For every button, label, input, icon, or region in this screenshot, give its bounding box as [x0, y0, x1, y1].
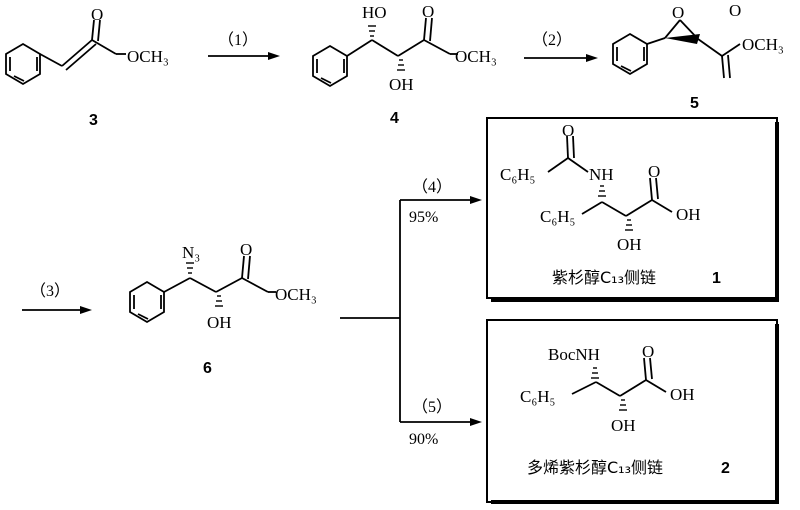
step-1-label: （1）: [218, 31, 258, 49]
acid-hydroxyl: OH: [670, 385, 695, 404]
arrow-step-1: （1）: [208, 31, 280, 60]
carbonyl-oxygen: O: [91, 5, 103, 24]
carbonyl-oxygen: O: [642, 342, 654, 361]
benzene-ring: [5, 42, 41, 86]
product-caption: 多烯紫杉醇C₁₃侧链: [527, 458, 663, 477]
step-2-label: （2）: [532, 31, 572, 49]
compound-6: N₃ O OCH₃ OH 6: [129, 240, 317, 377]
epoxide-oxygen: O: [672, 3, 684, 22]
step-4-label: （4）: [412, 178, 452, 196]
methoxy-label: OCH₃: [742, 35, 784, 54]
arrow-step-3: （3）: [22, 282, 92, 314]
hashed-wedge: [625, 219, 633, 231]
branch-connector: [340, 200, 401, 422]
acyl-oxygen: O: [562, 121, 574, 140]
phenyl-label: C₆H₅: [540, 207, 576, 226]
hashed-wedge: [598, 185, 606, 197]
phenyl-label: C₆H₅: [520, 387, 556, 406]
hydroxyl-label: OH: [611, 416, 636, 435]
step-3-label: （3）: [30, 282, 70, 300]
carbonyl-oxygen: O: [729, 1, 741, 20]
arrow-step-5: （5） 90%: [400, 398, 482, 448]
product-box-2: BocNH C₆H₅ O OH OH 多烯紫杉醇C₁₃侧链 2: [486, 319, 779, 504]
product-caption: 紫杉醇C₁₃侧链: [552, 268, 656, 287]
compound-5: O O OCH₃ 5: [612, 1, 784, 112]
benzoyl-phenyl: C₆H₅: [500, 165, 536, 184]
compound-4: HO O OCH₃ OH 4: [312, 2, 497, 127]
step-5-yield: 90%: [409, 431, 438, 448]
hydroxyl-label: OH: [207, 313, 232, 332]
compound-number: 6: [203, 360, 212, 377]
benzene-ring: [612, 32, 648, 76]
azide-label: N₃: [182, 243, 200, 262]
compound-number: 2: [721, 460, 730, 477]
compound-3: O OCH₃ 3: [5, 5, 169, 129]
step-5-label: （5）: [412, 398, 452, 416]
arrow-step-4: （4） 95%: [400, 178, 482, 226]
carbonyl-oxygen: O: [240, 240, 252, 259]
carbonyl-oxygen: O: [422, 2, 434, 21]
compound-number: 3: [89, 112, 98, 129]
compound-number: 1: [712, 270, 721, 287]
hashed-wedge: [368, 25, 405, 71]
acid-hydroxyl: OH: [676, 205, 701, 224]
carbonyl-oxygen: O: [648, 162, 660, 181]
hydroxyl-label: OH: [617, 235, 642, 254]
benzene-ring: [129, 280, 165, 324]
hashed-wedge: [619, 399, 627, 411]
boc-amine: BocNH: [548, 345, 600, 364]
compound-number: 5: [690, 95, 699, 112]
arrow-step-2: （2）: [524, 31, 598, 62]
methoxy-label: OCH₃: [275, 285, 317, 304]
compound-number: 4: [390, 110, 399, 127]
hydroxyl-bottom: OH: [389, 75, 414, 94]
hashed-wedge: [591, 367, 599, 379]
methoxy-label: OCH₃: [455, 47, 497, 66]
product-box-1: C₆H₅ O NH C₆H₅ O OH OH 紫杉醇C₁₃侧链 1: [486, 117, 779, 302]
step-4-yield: 95%: [409, 209, 438, 226]
benzene-ring: [312, 44, 348, 88]
hashed-wedge: [186, 262, 223, 307]
hydroxyl-top: HO: [362, 3, 387, 22]
methoxy-label: OCH₃: [127, 47, 169, 66]
amide-nh: NH: [589, 165, 614, 184]
